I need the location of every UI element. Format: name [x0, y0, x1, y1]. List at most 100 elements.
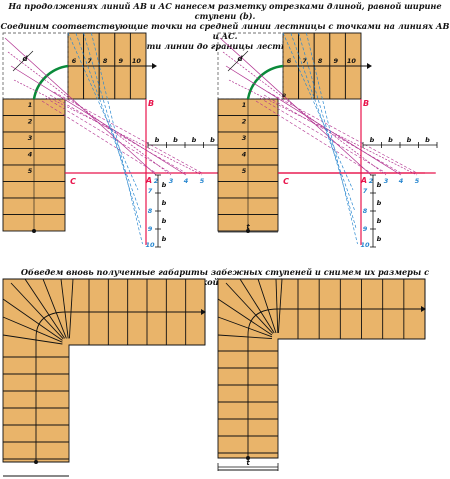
label-c-point: C [70, 177, 76, 186]
step-number: 1 [28, 101, 33, 109]
radial-line [49, 94, 187, 174]
radial-line [45, 97, 172, 174]
radial-line [228, 79, 418, 176]
ac-mark-number: 5 [200, 177, 205, 185]
winder-edge [68, 278, 74, 339]
label-a-point: A [360, 176, 367, 185]
walk-arc [246, 64, 284, 100]
step-number: 5 [242, 167, 247, 175]
label-b: b [407, 136, 412, 144]
step-number: 9 [119, 57, 124, 65]
label-b-point: B [148, 99, 154, 108]
winder-edge [42, 278, 67, 339]
winder-edge [60, 278, 69, 339]
ab-mark-number: 8 [148, 207, 153, 215]
label-b: b [377, 235, 382, 243]
step-number: 8 [318, 57, 323, 65]
step-number: 3 [242, 134, 247, 142]
winder-edge [2, 316, 63, 343]
radial-line [10, 65, 187, 176]
walk-arc [32, 64, 69, 100]
radial-line [222, 51, 387, 176]
winder-edge [10, 282, 64, 340]
radial-line [255, 100, 372, 174]
ab-mark-number: 9 [363, 225, 368, 233]
start-dot [32, 229, 36, 233]
ab-mark-number: 7 [148, 187, 153, 195]
label-t: t [246, 223, 250, 231]
step-number: 6 [72, 57, 77, 65]
ac-mark-number: 4 [399, 177, 404, 185]
step-number: 7 [87, 57, 92, 65]
start-dot [34, 460, 38, 464]
winder-edge [239, 278, 275, 334]
radial-line [298, 32, 357, 229]
stair-outline [217, 278, 426, 459]
radial-line [263, 94, 402, 174]
label-b: b [370, 136, 375, 144]
ab-mark-number: 10 [360, 241, 370, 249]
radial-line [83, 32, 142, 229]
radial-line [225, 65, 402, 176]
label-b: b [155, 136, 160, 144]
arrow-head-icon [367, 63, 372, 69]
step-number: 10 [132, 57, 142, 65]
label-b: b [210, 136, 215, 144]
ac-mark-number: 3 [384, 177, 389, 185]
step-number: 2 [28, 118, 33, 126]
winder-edge [257, 278, 277, 334]
step-number: 3 [28, 134, 33, 142]
label-b: b [173, 136, 178, 144]
dimension-line [12, 50, 34, 72]
radial-line [259, 97, 387, 174]
step-number: 1 [242, 101, 247, 109]
ab-mark-number: 8 [363, 207, 368, 215]
label-c-point: C [283, 177, 289, 186]
step-number: 4 [28, 151, 33, 159]
step-number: 8 [103, 57, 108, 65]
radial-line [41, 100, 157, 174]
winder-edge [2, 298, 63, 341]
ac-mark-number: 2 [369, 177, 374, 185]
radial-line [13, 79, 203, 176]
winder-edge [217, 316, 273, 338]
ac-mark-number: 2 [154, 177, 159, 185]
label-t: t [246, 459, 250, 467]
winder-edge [2, 334, 63, 345]
label-a-point: A [145, 176, 152, 185]
winder-edge [225, 282, 274, 334]
step-number: 6 [287, 57, 292, 65]
caption-line-2: Соединим соответствующие точки на средне… [0, 21, 450, 41]
label-b: b [425, 136, 430, 144]
winder-edge [277, 278, 283, 334]
radial-line [267, 91, 418, 174]
ac-mark-number: 4 [184, 177, 189, 185]
construction-diagram-left: 67891012345BCAbbbb2345bbbb78910d [2, 32, 425, 249]
step-number: 10 [347, 57, 357, 65]
label-b: b [377, 199, 382, 207]
caption-line-3: Продлим эти линии до границы лестничной … [94, 41, 356, 51]
step-number: 2 [242, 118, 247, 126]
step-number: 9 [334, 57, 339, 65]
ab-mark-number: 10 [145, 241, 155, 249]
walk-line [247, 308, 421, 458]
label-b: b [162, 181, 167, 189]
label-b: b [162, 199, 167, 207]
ab-mark-number: 7 [363, 187, 368, 195]
radial-line [219, 37, 372, 176]
winder-stair-left [2, 278, 206, 477]
label-b: b [388, 136, 393, 144]
ab-mark-number: 9 [148, 225, 153, 233]
radial-line [290, 32, 355, 211]
winder-edge [217, 298, 273, 336]
label-b: b [377, 181, 382, 189]
step-number: 4 [242, 151, 247, 159]
label-b: b [377, 217, 382, 225]
label-b: b [192, 136, 197, 144]
arrow-head-icon [201, 309, 206, 315]
winder-edge [24, 278, 65, 339]
radial-line [67, 32, 139, 191]
ac-mark-number: 3 [169, 177, 174, 185]
radial-line [53, 91, 203, 174]
